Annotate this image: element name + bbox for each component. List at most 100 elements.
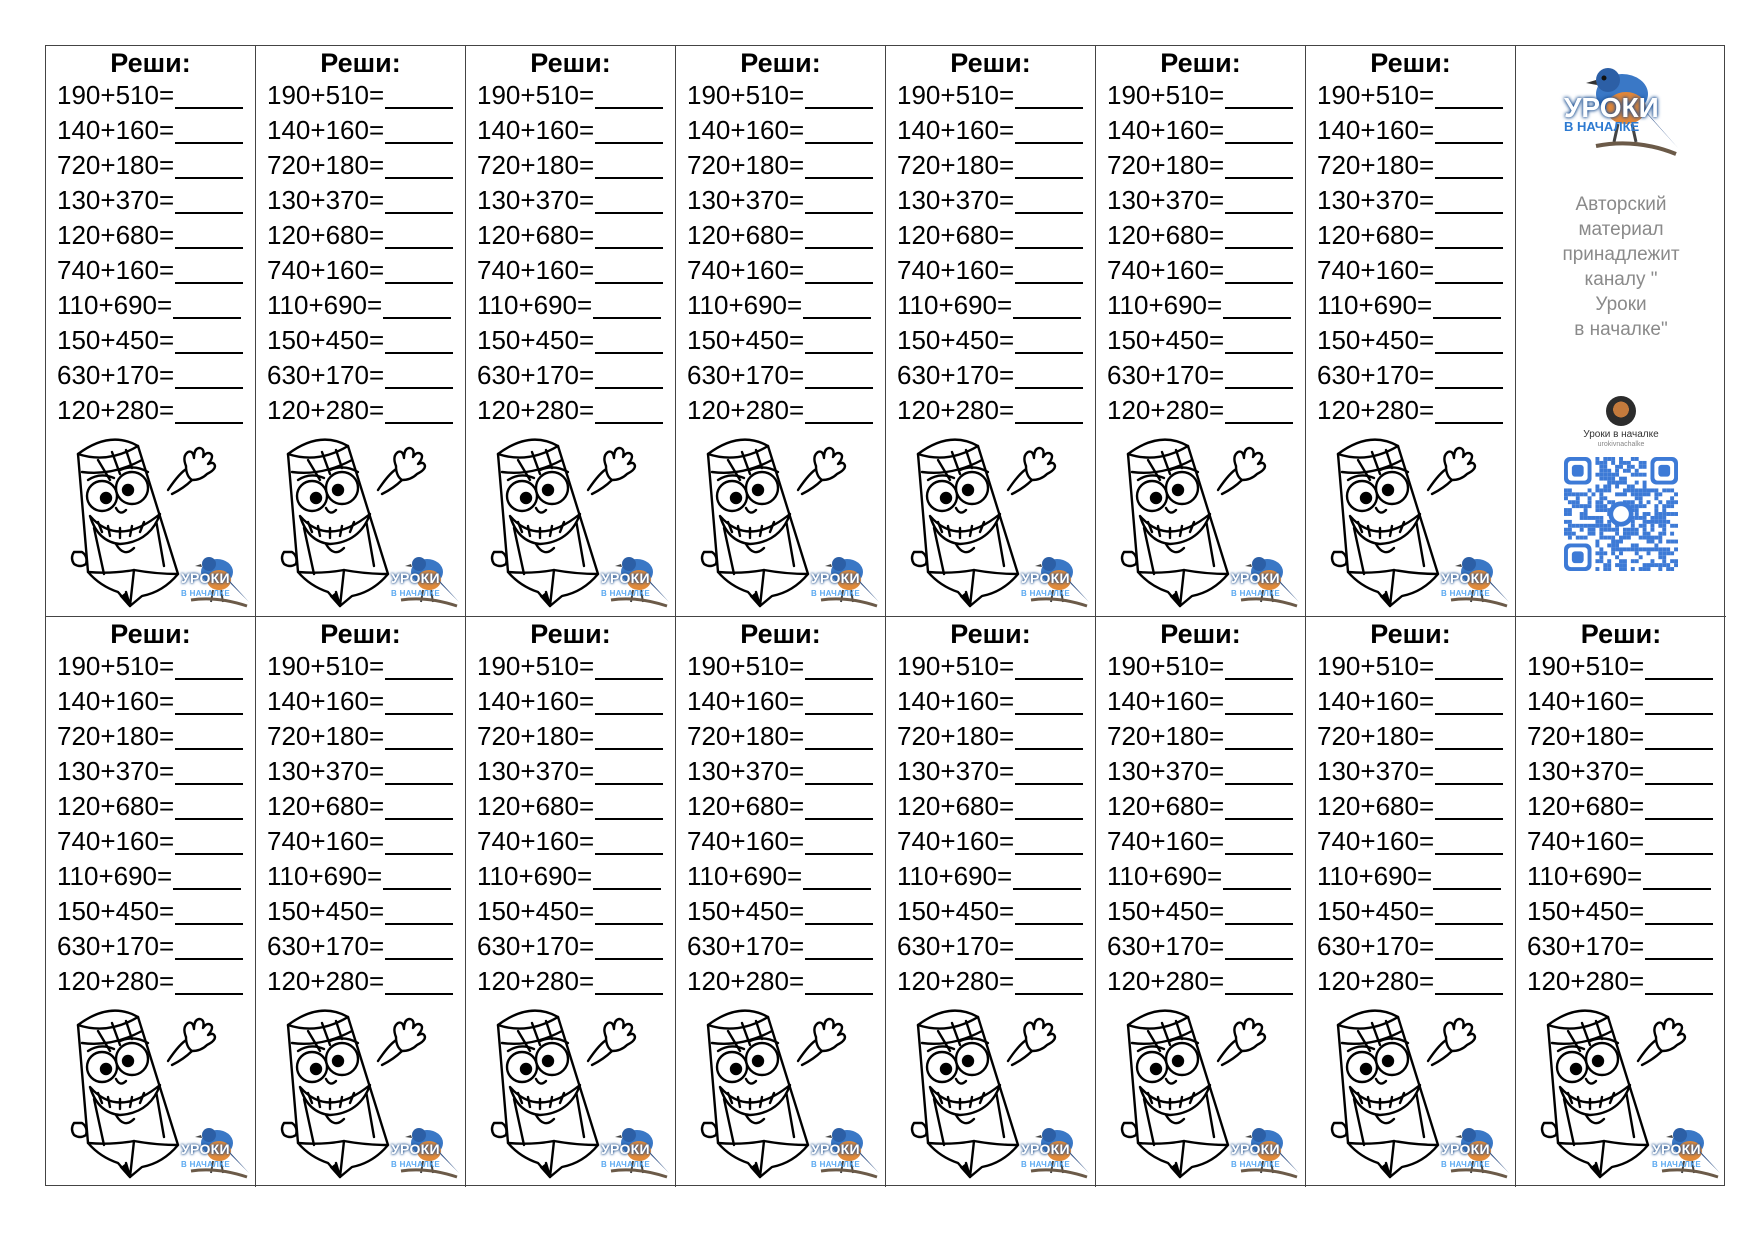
answer-blank[interactable] — [1433, 864, 1502, 890]
answer-blank[interactable] — [595, 398, 664, 424]
answer-blank[interactable] — [1435, 794, 1504, 820]
answer-blank[interactable] — [1435, 969, 1504, 995]
answer-blank[interactable] — [595, 188, 664, 214]
answer-blank[interactable] — [805, 398, 874, 424]
answer-blank[interactable] — [595, 794, 664, 820]
answer-blank[interactable] — [1435, 223, 1504, 249]
answer-blank[interactable] — [1015, 398, 1084, 424]
answer-blank[interactable] — [805, 328, 874, 354]
answer-blank[interactable] — [175, 258, 244, 284]
answer-blank[interactable] — [385, 398, 454, 424]
answer-blank[interactable] — [1435, 829, 1504, 855]
answer-blank[interactable] — [385, 83, 454, 109]
answer-blank[interactable] — [1433, 293, 1502, 319]
answer-blank[interactable] — [805, 118, 874, 144]
answer-blank[interactable] — [175, 759, 244, 785]
answer-blank[interactable] — [175, 724, 244, 750]
answer-blank[interactable] — [595, 829, 664, 855]
answer-blank[interactable] — [595, 654, 664, 680]
answer-blank[interactable] — [173, 293, 242, 319]
answer-blank[interactable] — [1225, 724, 1294, 750]
answer-blank[interactable] — [385, 759, 454, 785]
answer-blank[interactable] — [1225, 689, 1294, 715]
answer-blank[interactable] — [805, 829, 874, 855]
answer-blank[interactable] — [1225, 759, 1294, 785]
answer-blank[interactable] — [1015, 969, 1084, 995]
answer-blank[interactable] — [175, 118, 244, 144]
answer-blank[interactable] — [385, 829, 454, 855]
answer-blank[interactable] — [1225, 363, 1294, 389]
answer-blank[interactable] — [595, 223, 664, 249]
answer-blank[interactable] — [595, 759, 664, 785]
answer-blank[interactable] — [175, 83, 244, 109]
answer-blank[interactable] — [1225, 934, 1294, 960]
answer-blank[interactable] — [593, 864, 662, 890]
answer-blank[interactable] — [1645, 654, 1714, 680]
answer-blank[interactable] — [385, 188, 454, 214]
answer-blank[interactable] — [383, 293, 452, 319]
answer-blank[interactable] — [805, 899, 874, 925]
answer-blank[interactable] — [805, 223, 874, 249]
answer-blank[interactable] — [385, 223, 454, 249]
answer-blank[interactable] — [1645, 724, 1714, 750]
answer-blank[interactable] — [1013, 864, 1082, 890]
answer-blank[interactable] — [1435, 654, 1504, 680]
answer-blank[interactable] — [1225, 794, 1294, 820]
answer-blank[interactable] — [1015, 83, 1084, 109]
answer-blank[interactable] — [1015, 223, 1084, 249]
answer-blank[interactable] — [175, 934, 244, 960]
answer-blank[interactable] — [805, 934, 874, 960]
answer-blank[interactable] — [1435, 689, 1504, 715]
answer-blank[interactable] — [175, 794, 244, 820]
answer-blank[interactable] — [1435, 258, 1504, 284]
answer-blank[interactable] — [1015, 794, 1084, 820]
answer-blank[interactable] — [385, 363, 454, 389]
answer-blank[interactable] — [1225, 118, 1294, 144]
answer-blank[interactable] — [1015, 328, 1084, 354]
answer-blank[interactable] — [595, 118, 664, 144]
answer-blank[interactable] — [385, 153, 454, 179]
answer-blank[interactable] — [595, 153, 664, 179]
answer-blank[interactable] — [385, 934, 454, 960]
answer-blank[interactable] — [1645, 829, 1714, 855]
answer-blank[interactable] — [805, 654, 874, 680]
answer-blank[interactable] — [1643, 864, 1712, 890]
answer-blank[interactable] — [1225, 969, 1294, 995]
answer-blank[interactable] — [805, 153, 874, 179]
answer-blank[interactable] — [385, 969, 454, 995]
answer-blank[interactable] — [385, 794, 454, 820]
answer-blank[interactable] — [805, 969, 874, 995]
answer-blank[interactable] — [1015, 153, 1084, 179]
answer-blank[interactable] — [805, 689, 874, 715]
answer-blank[interactable] — [1225, 83, 1294, 109]
answer-blank[interactable] — [175, 363, 244, 389]
answer-blank[interactable] — [1015, 689, 1084, 715]
answer-blank[interactable] — [595, 83, 664, 109]
answer-blank[interactable] — [1435, 118, 1504, 144]
answer-blank[interactable] — [385, 258, 454, 284]
answer-blank[interactable] — [1645, 794, 1714, 820]
answer-blank[interactable] — [1435, 83, 1504, 109]
answer-blank[interactable] — [1015, 654, 1084, 680]
answer-blank[interactable] — [1223, 864, 1292, 890]
answer-blank[interactable] — [595, 934, 664, 960]
answer-blank[interactable] — [385, 689, 454, 715]
answer-blank[interactable] — [1645, 969, 1714, 995]
answer-blank[interactable] — [385, 724, 454, 750]
answer-blank[interactable] — [1225, 188, 1294, 214]
answer-blank[interactable] — [805, 188, 874, 214]
answer-blank[interactable] — [805, 759, 874, 785]
answer-blank[interactable] — [1435, 899, 1504, 925]
answer-blank[interactable] — [805, 724, 874, 750]
answer-blank[interactable] — [595, 899, 664, 925]
answer-blank[interactable] — [385, 654, 454, 680]
answer-blank[interactable] — [803, 864, 872, 890]
answer-blank[interactable] — [595, 689, 664, 715]
answer-blank[interactable] — [1435, 328, 1504, 354]
answer-blank[interactable] — [1225, 258, 1294, 284]
answer-blank[interactable] — [595, 724, 664, 750]
answer-blank[interactable] — [1435, 188, 1504, 214]
answer-blank[interactable] — [1645, 934, 1714, 960]
answer-blank[interactable] — [595, 258, 664, 284]
answer-blank[interactable] — [175, 899, 244, 925]
